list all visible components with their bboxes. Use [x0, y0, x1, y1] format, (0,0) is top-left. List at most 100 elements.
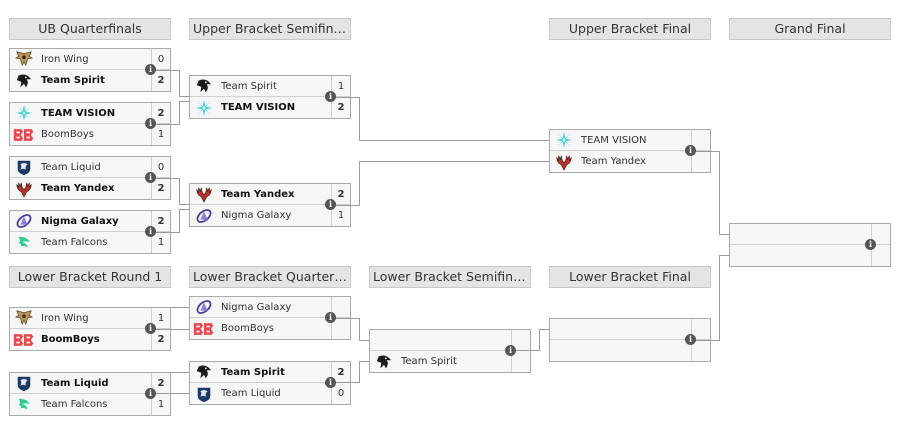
team-vision-icon: [13, 103, 35, 123]
header-lb-quarterfinals: Lower Bracket Quarterfin...: [189, 266, 351, 288]
team-score: 0: [151, 49, 170, 69]
connector-line: [179, 70, 180, 97]
team-row: TEAM VISION 2: [10, 103, 170, 124]
match-ubqf-4[interactable]: Nigma Galaxy 2 Team Falcons 1: [9, 210, 171, 254]
match-info-icon[interactable]: i: [145, 226, 156, 237]
team-name: Team Liquid: [41, 161, 101, 173]
team-spirit-icon: [193, 76, 215, 96]
team-row: Team Spirit 2: [190, 362, 350, 383]
team-name: Iron Wing: [41, 312, 89, 324]
team-score: 2: [151, 178, 170, 199]
match-info-icon[interactable]: i: [685, 334, 696, 345]
match-lbqf-2[interactable]: Team Spirit 2 Team Liquid 0: [189, 361, 351, 405]
match-ubqf-2[interactable]: TEAM VISION 2 BoomBoys 1: [9, 102, 171, 146]
team-score: 1: [151, 124, 170, 145]
match-info-icon[interactable]: i: [325, 312, 336, 323]
team-name: Team Spirit: [221, 80, 277, 92]
match-ubsf-2[interactable]: Team Yandex 2 Nigma Galaxy 1: [189, 183, 351, 227]
team-score: 0: [151, 157, 170, 177]
team-row: Team Yandex 2: [10, 178, 170, 199]
match-lbsf[interactable]: Team Spirit: [369, 329, 531, 373]
team-row: BoomBoys: [190, 318, 350, 339]
connector-line: [719, 255, 729, 256]
team-yandex-icon: [553, 152, 575, 172]
team-row: Team Spirit: [370, 351, 530, 372]
match-info-icon[interactable]: i: [145, 118, 156, 129]
team-row: Team Falcons 1: [10, 232, 170, 253]
team-name: Team Falcons: [41, 399, 108, 410]
header-ub-final: Upper Bracket Final: [549, 18, 711, 40]
match-info-icon[interactable]: i: [505, 345, 516, 356]
match-lbqf-1[interactable]: Nigma Galaxy BoomBoys: [189, 296, 351, 340]
connector-line: [179, 101, 189, 102]
match-info-icon[interactable]: i: [145, 323, 156, 334]
team-row: Nigma Galaxy: [190, 297, 350, 318]
team-row: Team Spirit 2: [10, 70, 170, 91]
match-ubqf-3[interactable]: Team Liquid 0 Team Yandex 2: [9, 156, 171, 200]
team-row: Team Liquid 0: [190, 383, 350, 404]
team-name: Team Yandex: [581, 156, 647, 167]
iron-wing-icon: [13, 308, 35, 328]
connector-line: [179, 96, 189, 97]
match-info-icon[interactable]: i: [325, 199, 336, 210]
match-info-icon[interactable]: i: [325, 377, 336, 388]
match-lbr1-2[interactable]: Team Liquid 2 Team Falcons 1: [9, 372, 171, 416]
team-row: TEAM VISION 2: [190, 97, 350, 118]
team-score: [691, 340, 710, 361]
connector-line: [150, 393, 189, 394]
team-score: 0: [331, 383, 350, 404]
match-ubsf-1[interactable]: Team Spirit 1 TEAM VISION 2: [189, 75, 351, 119]
team-score: 1: [151, 232, 170, 253]
connector-line: [359, 318, 360, 340]
team-name: Team Liquid: [221, 388, 281, 399]
team-score: 1: [331, 205, 350, 226]
team-name: Team Yandex: [41, 183, 115, 194]
team-name: TEAM VISION: [41, 107, 116, 119]
match-info-icon[interactable]: i: [145, 388, 156, 399]
match-lb-final[interactable]: [549, 318, 711, 362]
connector-line: [690, 151, 719, 152]
connector-line: [150, 124, 179, 125]
match-info-icon[interactable]: i: [325, 91, 336, 102]
team-score: [331, 318, 350, 339]
connector-line: [690, 340, 719, 341]
team-vision-icon: [193, 98, 215, 118]
header-lb-round-1: Lower Bracket Round 1: [9, 266, 171, 288]
match-ubqf-1[interactable]: Iron Wing 0 Team Spirit 2: [9, 48, 171, 92]
team-spirit-icon: [373, 352, 395, 372]
match-ub-final[interactable]: TEAM VISION Team Yandex: [549, 129, 711, 173]
team-row: Team Liquid 0: [10, 157, 170, 178]
match-info-icon[interactable]: i: [685, 145, 696, 156]
team-row: Iron Wing 0: [10, 49, 170, 70]
connector-line: [330, 318, 359, 319]
team-spirit-icon: [13, 71, 35, 91]
match-info-icon[interactable]: i: [865, 239, 876, 250]
connector-line: [539, 329, 549, 330]
team-name: Nigma Galaxy: [221, 301, 292, 313]
match-lbr1-1[interactable]: Iron Wing 1 BoomBoys 2: [9, 307, 171, 351]
team-row: Iron Wing 1: [10, 308, 170, 329]
team-score: [691, 151, 710, 172]
team-name: Nigma Galaxy: [41, 215, 119, 227]
header-lb-semifinals: Lower Bracket Semifinals: [369, 266, 531, 288]
team-row: Team Spirit 1: [190, 76, 350, 97]
connector-line: [150, 329, 189, 330]
team-score: 2: [151, 211, 170, 231]
connector-line: [719, 255, 720, 341]
team-row: [370, 330, 530, 351]
team-row: [730, 245, 890, 266]
team-spirit-icon: [193, 362, 215, 382]
team-score: 2: [151, 373, 170, 393]
match-info-icon[interactable]: i: [145, 64, 156, 75]
team-name: Team Falcons: [41, 237, 108, 248]
nigma-galaxy-icon: [193, 297, 215, 317]
match-grand-final[interactable]: [729, 223, 891, 267]
team-score: 2: [331, 362, 350, 382]
connector-line: [359, 161, 549, 162]
team-score: 1: [151, 394, 170, 415]
connector-line: [171, 372, 189, 373]
connector-line: [359, 97, 360, 140]
connector-line: [719, 151, 720, 235]
team-score: [691, 319, 710, 339]
match-info-icon[interactable]: i: [145, 172, 156, 183]
